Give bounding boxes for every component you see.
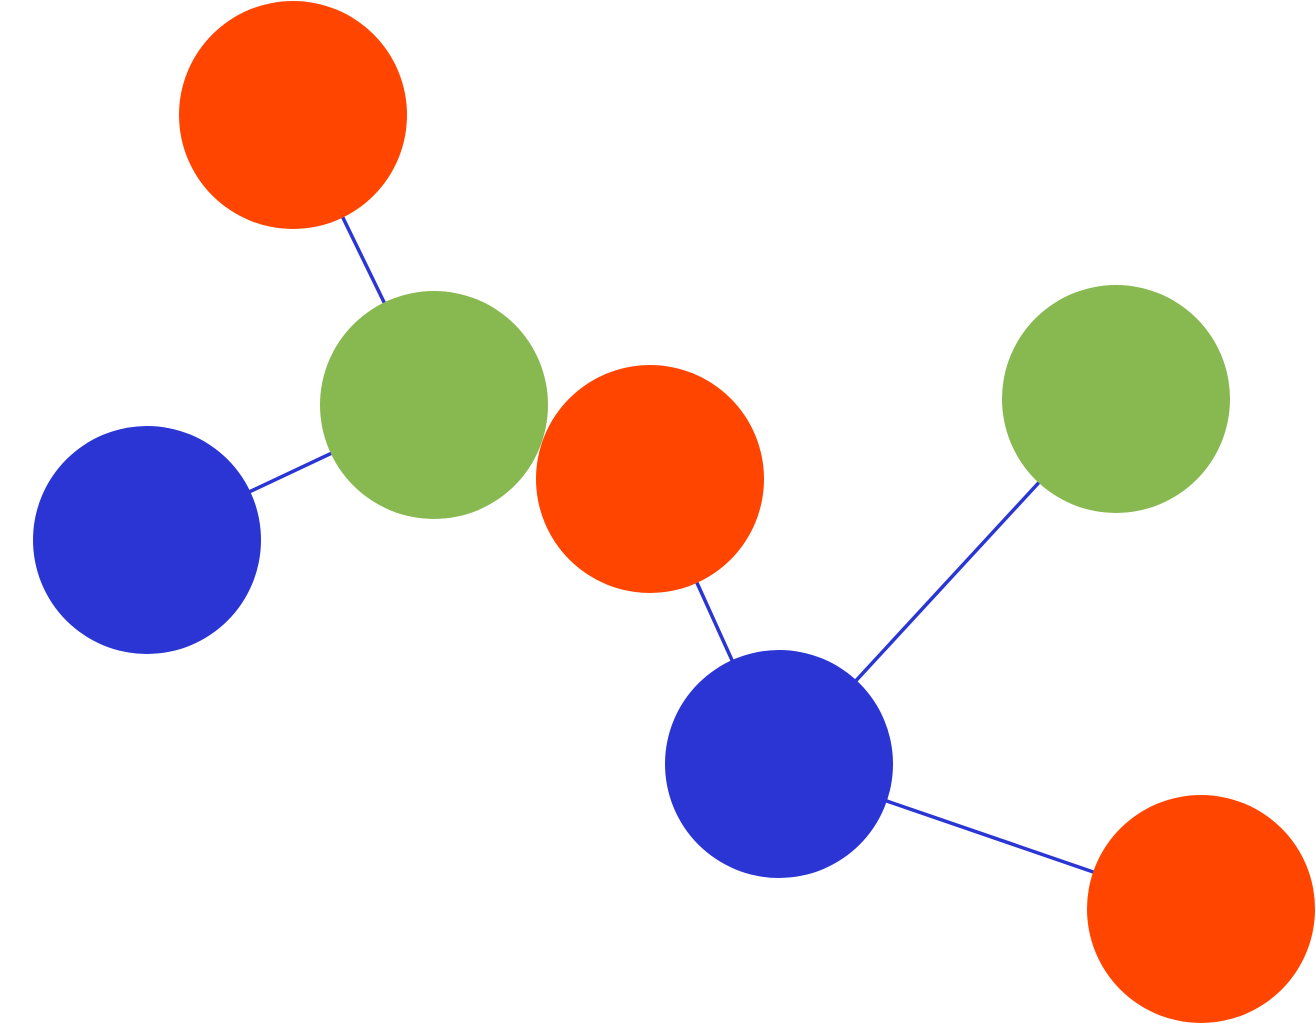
node-blue-n3 — [33, 426, 261, 654]
node-green-n2 — [320, 291, 548, 519]
node-green-n5 — [1002, 285, 1230, 513]
node-orange-red-n4 — [536, 365, 764, 593]
nodes-layer — [33, 1, 1315, 1023]
node-blue-n6 — [665, 650, 893, 878]
node-orange-red-n7 — [1087, 795, 1315, 1023]
node-orange-red-n1 — [179, 1, 407, 229]
